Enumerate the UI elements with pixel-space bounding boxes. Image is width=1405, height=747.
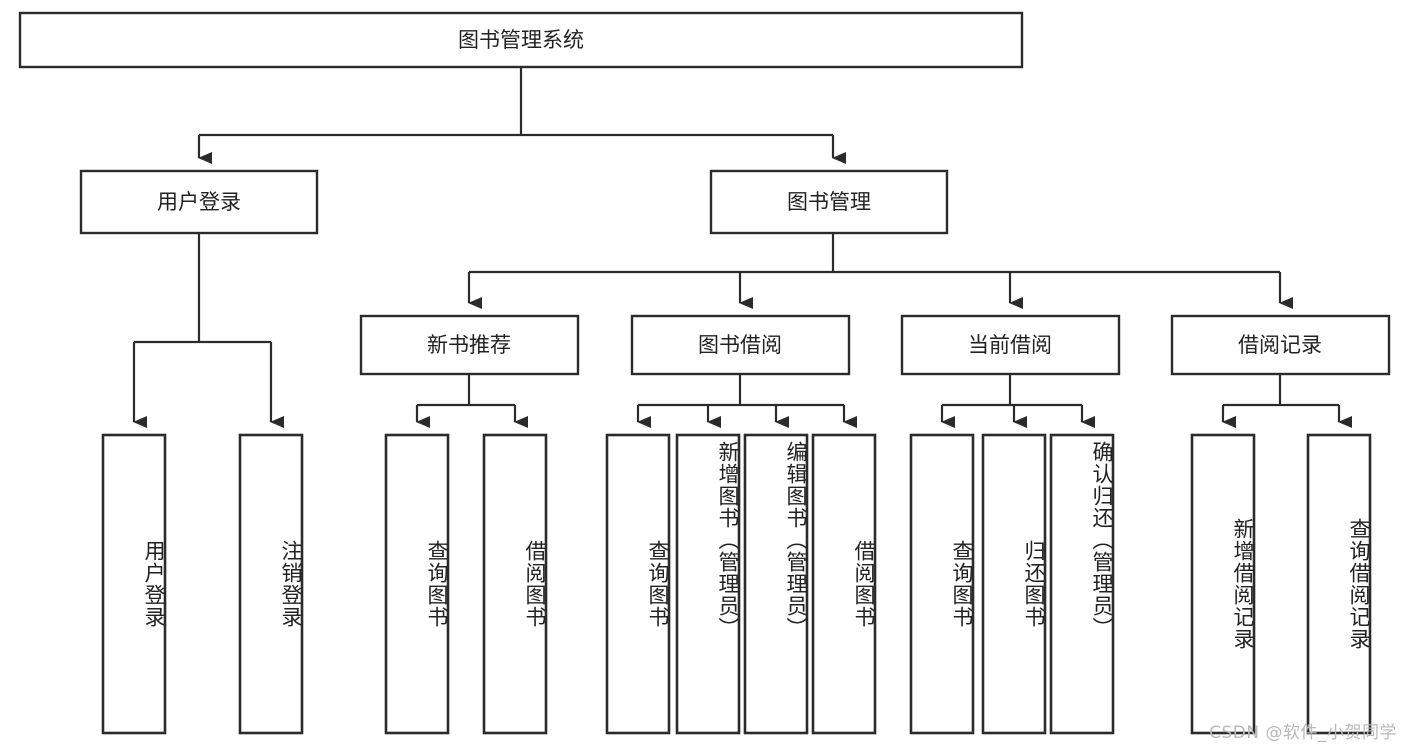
leaf-add-borrow-record-box[interactable] [1190, 433, 1256, 735]
leaf-return-book[interactable]: 归还图书 [981, 433, 1047, 735]
leaf-borrow-book-new-label: 借阅图书 [523, 540, 547, 628]
leaf-edit-book-admin-box[interactable] [743, 433, 809, 735]
leaf-edit-book-admin[interactable]: 编辑图书（管理员） [743, 433, 809, 735]
leaf-user-login-box[interactable] [101, 433, 167, 735]
leaf-user-login-label: 用户登录 [142, 540, 166, 628]
leaf-add-borrow-record[interactable]: 新增借阅记录 [1190, 433, 1256, 735]
leaf-edit-book-admin-label: 编辑图书（管理员） [784, 441, 808, 639]
leaf-query-book-current-label: 查询图书 [950, 540, 974, 628]
leaf-user-login[interactable]: 用户登录 [101, 433, 167, 735]
node-book-management-box[interactable] [709, 169, 949, 235]
leaf-borrow-book-label: 借阅图书 [852, 540, 876, 628]
leaf-query-borrow-record-label: 查询借阅记录 [1347, 518, 1371, 650]
node-user-login-box[interactable] [79, 169, 319, 235]
node-book-borrow-label: 图书借阅 [698, 333, 782, 357]
node-book-management[interactable]: 图书管理 [709, 169, 949, 235]
node-new-book-recommend-label: 新书推荐 [427, 333, 511, 357]
leaf-query-book-new-label: 查询图书 [425, 540, 449, 628]
node-root-system-box[interactable] [18, 11, 1024, 69]
node-book-management-label: 图书管理 [787, 190, 871, 214]
leaf-query-book-borrow-box[interactable] [605, 433, 671, 735]
leaf-add-book-admin-label: 新增图书（管理员） [716, 441, 740, 639]
leaf-confirm-return-admin-box[interactable] [1049, 433, 1115, 735]
leaf-add-borrow-record-label: 新增借阅记录 [1231, 518, 1255, 650]
leaf-borrow-book-box[interactable] [811, 433, 877, 735]
leaf-query-borrow-record-box[interactable] [1306, 433, 1372, 735]
node-new-book-recommend[interactable]: 新书推荐 [359, 314, 580, 376]
leaf-query-book-borrow-label: 查询图书 [646, 540, 670, 628]
node-current-borrow-label: 当前借阅 [968, 333, 1052, 357]
node-borrow-records[interactable]: 借阅记录 [1170, 314, 1391, 376]
node-book-borrow[interactable]: 图书借阅 [630, 314, 851, 376]
node-current-borrow-box[interactable] [900, 314, 1121, 376]
node-root-system[interactable]: 图书管理系统 [18, 11, 1024, 69]
leaf-confirm-return-admin-label: 确认归还（管理员） [1090, 441, 1114, 639]
leaf-return-book-box[interactable] [981, 433, 1047, 735]
leaf-logout-label: 注销登录 [279, 540, 303, 628]
leaf-confirm-return-admin[interactable]: 确认归还（管理员） [1049, 433, 1115, 735]
connector-group [132, 67, 1352, 428]
leaf-logout[interactable]: 注销登录 [238, 433, 304, 735]
leaf-query-book-current-box[interactable] [909, 433, 975, 735]
node-current-borrow[interactable]: 当前借阅 [900, 314, 1121, 376]
leaf-query-book-new[interactable]: 查询图书 [384, 433, 450, 735]
node-user-login[interactable]: 用户登录 [79, 169, 319, 235]
node-user-login-label: 用户登录 [157, 190, 241, 214]
node-book-borrow-box[interactable] [630, 314, 851, 376]
leaf-logout-box[interactable] [238, 433, 304, 735]
leaf-query-borrow-record[interactable]: 查询借阅记录 [1306, 433, 1372, 735]
leaf-return-book-label: 归还图书 [1022, 540, 1046, 628]
leaf-borrow-book-new-box[interactable] [482, 433, 548, 735]
node-borrow-records-label: 借阅记录 [1238, 333, 1322, 357]
leaf-borrow-book-new[interactable]: 借阅图书 [482, 433, 548, 735]
node-root-system-label: 图书管理系统 [458, 28, 584, 52]
leaf-add-book-admin[interactable]: 新增图书（管理员） [675, 433, 741, 735]
leaf-query-book-borrow[interactable]: 查询图书 [605, 433, 671, 735]
leaf-query-book-current[interactable]: 查询图书 [909, 433, 975, 735]
leaf-add-book-admin-box[interactable] [675, 433, 741, 735]
leaf-borrow-book[interactable]: 借阅图书 [811, 433, 877, 735]
node-new-book-recommend-box[interactable] [359, 314, 580, 376]
node-borrow-records-box[interactable] [1170, 314, 1391, 376]
leaf-query-book-new-box[interactable] [384, 433, 450, 735]
